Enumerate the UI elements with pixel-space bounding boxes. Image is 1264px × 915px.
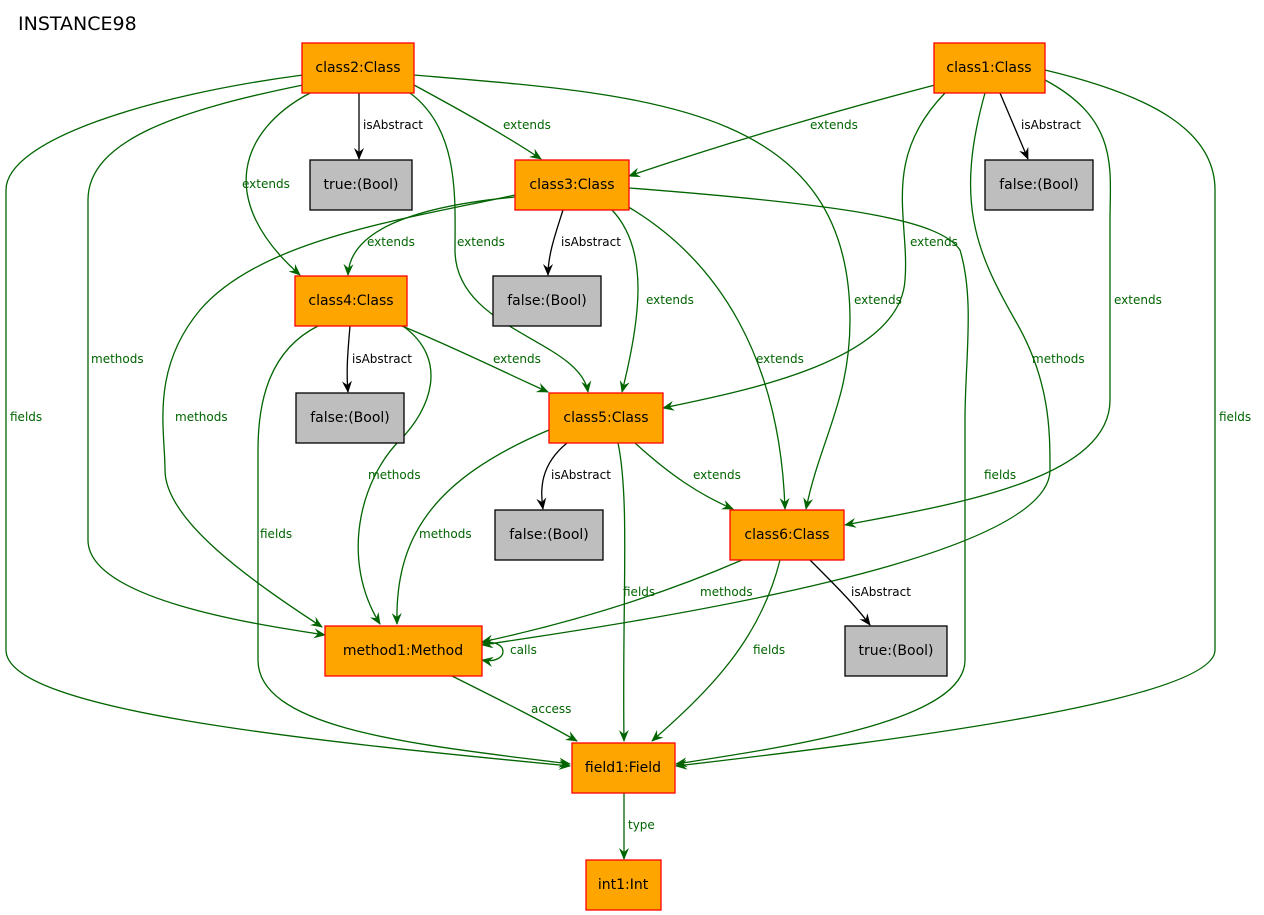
edge-method1-access	[451, 675, 578, 742]
node-label: true:(Bool)	[859, 643, 934, 659]
edge-class1-extends-class5	[662, 92, 946, 411]
label-field1-type: type	[628, 818, 655, 832]
edge-class5-extends-class6	[634, 442, 734, 510]
node-false-bool-4[interactable]: false:(Bool)	[494, 509, 604, 561]
edge-class2-methods	[87, 84, 326, 639]
node-class1[interactable]: class1:Class	[933, 42, 1046, 94]
label-class4-fields: fields	[260, 527, 292, 541]
node-true-bool-1[interactable]: true:(Bool)	[309, 159, 413, 211]
edge-class3-extends-class4	[343, 196, 516, 276]
label-class2-fields: fields	[10, 410, 42, 424]
label-class3-fields: fields	[984, 468, 1016, 482]
label-class3-extends-class6: extends	[756, 352, 804, 366]
node-false-bool-2[interactable]: false:(Bool)	[492, 275, 602, 327]
node-true-bool-2[interactable]: true:(Bool)	[844, 625, 948, 677]
edges	[5, 69, 1216, 860]
label-class1-isabstract: isAbstract	[1021, 118, 1081, 132]
label-method1-access: access	[531, 702, 571, 716]
label-method1-calls: calls	[510, 643, 537, 657]
label-class3-extends-class4: extends	[367, 235, 415, 249]
node-class3[interactable]: class3:Class	[514, 159, 630, 211]
edge-labels: isAbstract extends extends extends exten…	[10, 118, 1251, 832]
edge-class6-isabstract	[809, 559, 871, 626]
edge-class1-extends-class3	[628, 84, 936, 178]
label-class2-isabstract: isAbstract	[363, 118, 423, 132]
edge-class6-fields	[651, 559, 781, 742]
label-class2-extends-class4: extends	[242, 177, 290, 191]
label-class2-extends-class3: extends	[503, 118, 551, 132]
edge-class5-fields	[617, 442, 629, 742]
node-label: method1:Method	[343, 643, 463, 659]
diagram-title: INSTANCE98	[18, 13, 137, 35]
label-class4-isabstract: isAbstract	[352, 352, 412, 366]
node-class6[interactable]: class6:Class	[729, 509, 845, 561]
edge-method1-calls	[481, 641, 504, 667]
label-class1-extends-class3: extends	[810, 118, 858, 132]
label-class5-fields: fields	[623, 585, 655, 599]
label-class1-fields: fields	[1219, 410, 1251, 424]
edge-class1-fields	[675, 69, 1216, 770]
edge-class2-extends-class4	[245, 92, 311, 276]
node-class4[interactable]: class4:Class	[294, 275, 408, 327]
label-class5-methods: methods	[419, 527, 472, 541]
edge-class3-methods	[162, 194, 516, 628]
edge-class1-extends-class6	[844, 79, 1112, 528]
node-class5[interactable]: class5:Class	[548, 392, 664, 444]
edge-class2-fields	[5, 74, 571, 770]
label-class3-extends-class5: extends	[646, 293, 694, 307]
node-false-bool-3[interactable]: false:(Bool)	[295, 392, 405, 444]
label-class2-extends-class6: extends	[854, 293, 902, 307]
node-int1[interactable]: int1:Int	[585, 859, 662, 911]
node-label: class5:Class	[563, 410, 648, 426]
edge-class3-extends-class6	[624, 204, 790, 510]
label-class5-isabstract: isAbstract	[551, 468, 611, 482]
node-label: class6:Class	[744, 527, 829, 543]
edge-class2-extends-class3	[413, 84, 542, 160]
label-class3-isabstract: isAbstract	[561, 235, 621, 249]
edge-class3-fields	[628, 187, 969, 768]
label-class3-methods: methods	[175, 410, 228, 424]
node-field1[interactable]: field1:Field	[571, 742, 676, 794]
edge-class5-methods	[391, 429, 550, 625]
node-label: false:(Bool)	[999, 177, 1079, 193]
label-class6-isabstract: isAbstract	[851, 585, 911, 599]
edge-class6-methods	[481, 559, 743, 645]
edge-class5-isabstract	[536, 442, 568, 510]
edge-class2-extends-class5	[409, 92, 592, 393]
edge-class4-fields	[257, 325, 571, 768]
label-class6-fields: fields	[753, 643, 785, 657]
label-class2-extends-class5: extends	[457, 235, 505, 249]
node-class2[interactable]: class2:Class	[301, 42, 415, 94]
node-label: class4:Class	[308, 293, 393, 309]
node-method1[interactable]: method1:Method	[324, 625, 483, 677]
node-label: field1:Field	[585, 760, 661, 776]
node-label: false:(Bool)	[310, 410, 390, 426]
edge-class4-isabstract	[342, 325, 352, 393]
node-label: false:(Bool)	[507, 293, 587, 309]
nodes: class2:Class class1:Class true:(Bool) cl…	[294, 42, 1094, 911]
edge-class1-isabstract	[999, 92, 1029, 160]
label-class4-extends-class5: extends	[493, 352, 541, 366]
node-label: class1:Class	[946, 60, 1031, 76]
node-label: true:(Bool)	[324, 177, 399, 193]
node-label: class2:Class	[315, 60, 400, 76]
label-class6-methods: methods	[700, 585, 753, 599]
edge-class3-extends-class5	[611, 209, 639, 393]
node-false-bool-1[interactable]: false:(Bool)	[984, 159, 1094, 211]
node-label: false:(Bool)	[509, 527, 589, 543]
edge-class1-methods	[481, 92, 1051, 649]
label-class2-methods: methods	[91, 352, 144, 366]
label-class1-extends-class5: extends	[910, 235, 958, 249]
node-label: class3:Class	[529, 177, 614, 193]
label-class1-extends-class6: extends	[1114, 293, 1162, 307]
label-class4-methods: methods	[368, 468, 421, 482]
edge-class4-extends-class5	[401, 325, 549, 393]
label-class5-extends-class6: extends	[693, 468, 741, 482]
edge-class3-isabstract	[543, 209, 564, 276]
node-label: int1:Int	[598, 877, 649, 893]
label-class1-methods: methods	[1032, 352, 1085, 366]
edge-class2-extends-class6	[413, 74, 851, 510]
